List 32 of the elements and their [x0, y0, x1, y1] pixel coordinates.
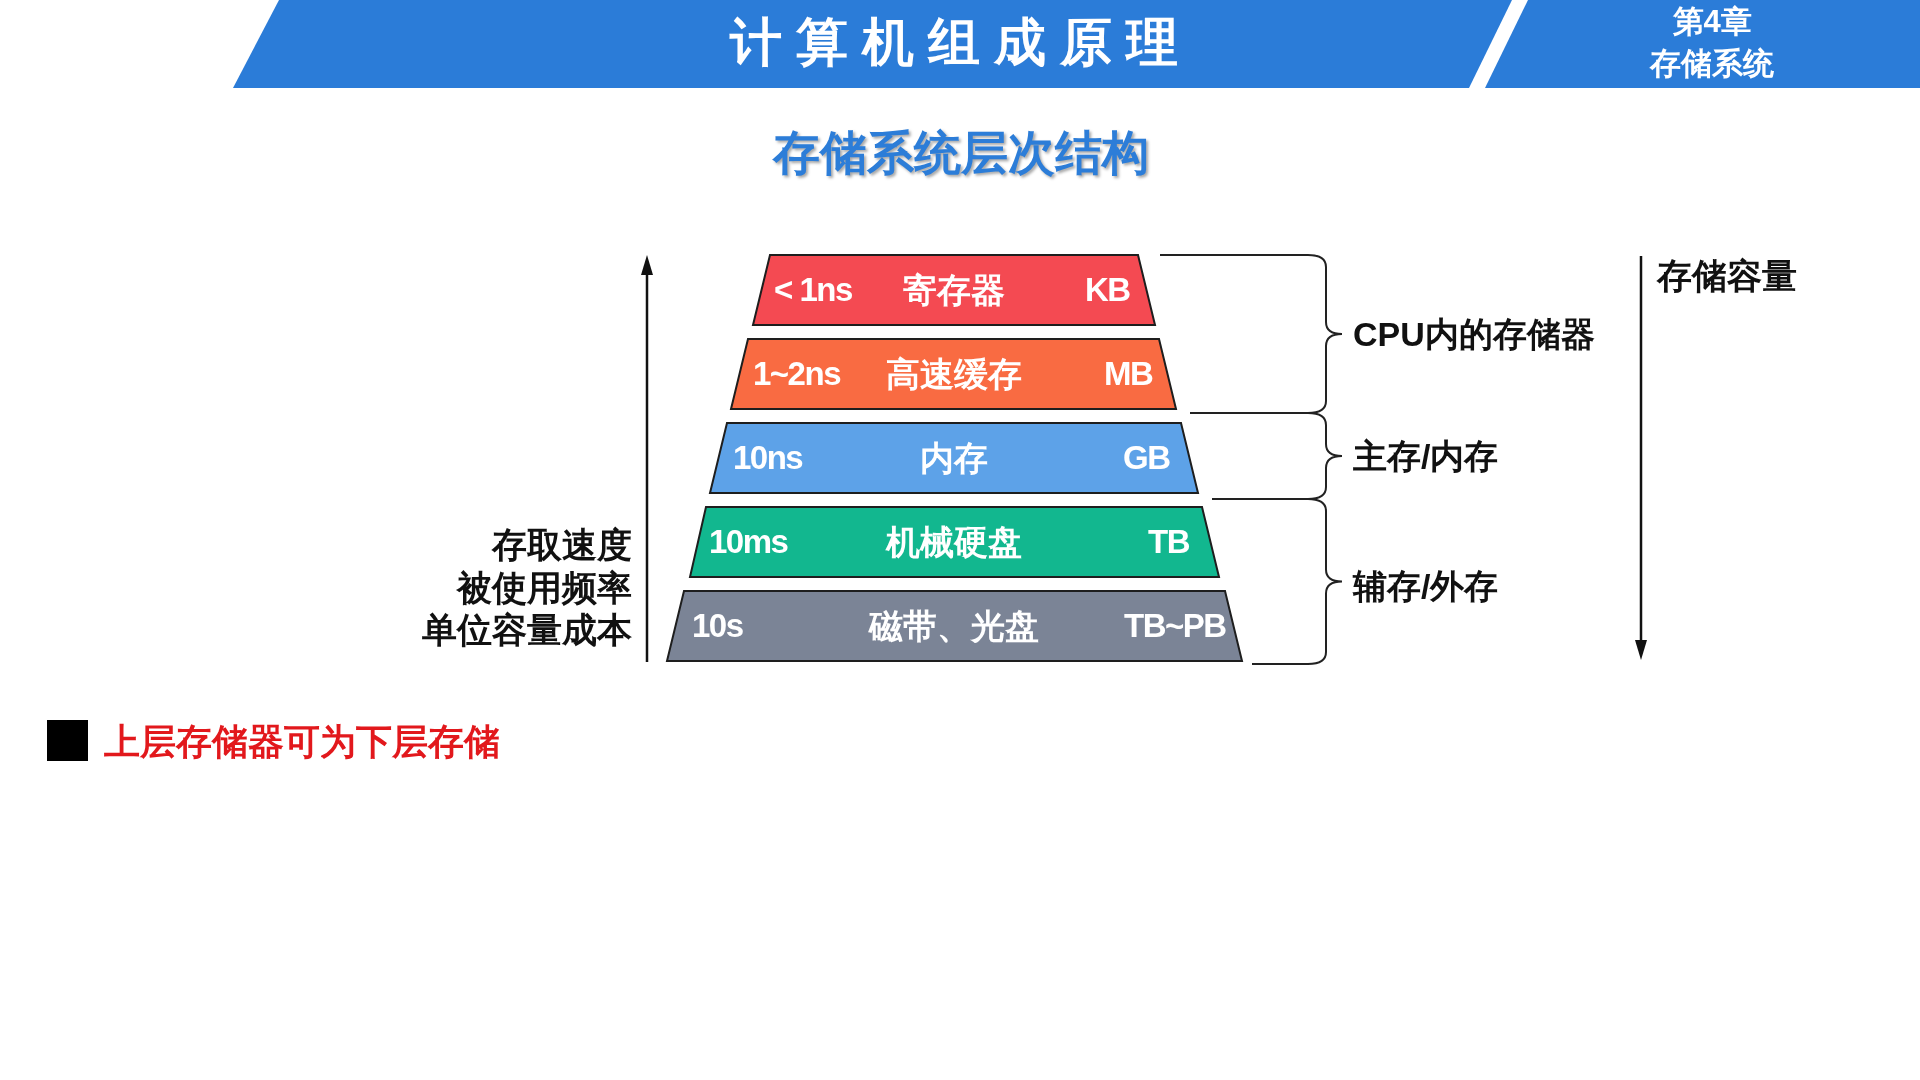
- capacity-label: MB: [1104, 355, 1153, 393]
- bullet-text: 上层存储器可为下层存储: [104, 720, 500, 762]
- level-name: 寄存器: [903, 270, 1005, 310]
- capacity-label: KB: [1085, 271, 1130, 309]
- pyramid-layer: [708, 422, 1200, 494]
- level-name: 高速缓存: [886, 354, 1022, 394]
- header-title: 计算机组成原理: [730, 13, 1192, 73]
- chapter-label: 第4章: [1672, 4, 1752, 40]
- bracket-label: 主存/内存: [1353, 436, 1499, 476]
- bracket-label: 辅存/外存: [1353, 566, 1499, 606]
- chapter-label: 存储系统: [1650, 46, 1774, 82]
- time-label: 1~2ns: [753, 355, 840, 393]
- time-label: 10ms: [709, 523, 788, 561]
- axis-label: 存储容量: [1657, 256, 1797, 297]
- axis-label: 单位容量成本: [422, 610, 632, 651]
- level-name: 内存: [920, 438, 988, 478]
- pyramid-layer: [688, 506, 1221, 578]
- pyramid-layer: [665, 590, 1244, 662]
- axis-label: 存取速度: [492, 525, 632, 566]
- level-name: 机械硬盘: [886, 522, 1022, 562]
- capacity-label: TB~PB: [1124, 607, 1226, 645]
- axis-label: 被使用频率: [457, 568, 632, 609]
- time-label: 10ns: [733, 439, 803, 477]
- slide-title: 存储系统层次结构: [773, 126, 1149, 181]
- bracket-label: CPU内的存储器: [1353, 314, 1595, 354]
- capacity-label: GB: [1123, 439, 1170, 477]
- capacity-label: TB: [1148, 523, 1189, 561]
- pyramid-layer: [729, 338, 1178, 410]
- pyramid-layer: [751, 254, 1157, 326]
- time-label: < 1ns: [774, 271, 852, 309]
- level-name: 磁带、光盘: [869, 606, 1039, 646]
- time-label: 10s: [692, 607, 743, 645]
